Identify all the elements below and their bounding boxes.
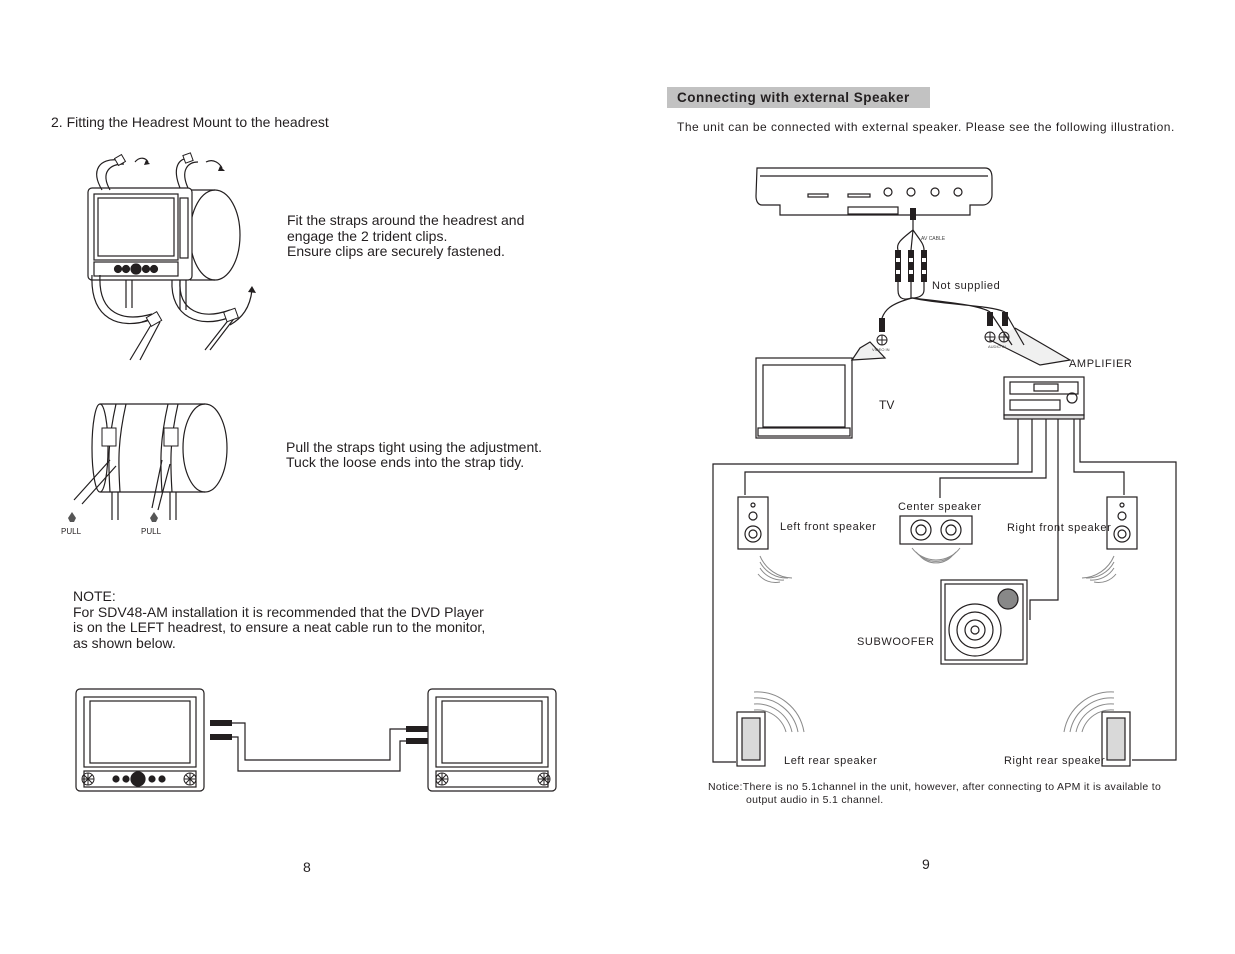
step2-line-1: Pull the straps tight using the adjustme…: [286, 439, 543, 455]
speaker-wiring-diagram: [712, 167, 1177, 767]
right-rear-speaker-label: Right rear speaker: [1004, 755, 1106, 767]
note-line-1: For SDV48-AM installation it is recommen…: [73, 604, 484, 620]
section-heading: Connecting with external Speaker: [677, 90, 910, 105]
pull-hand-icon: [68, 512, 76, 522]
left-front-speaker-label: Left front speaker: [780, 521, 877, 533]
step1-line-2: engage the 2 trident clips.: [287, 228, 448, 244]
audio-in-label: AUDIO IN: [988, 344, 1006, 349]
video-in-label: VIDEO IN: [872, 347, 890, 352]
page-number-left: 8: [303, 859, 311, 875]
amplifier-label: AMPLIFIER: [1069, 358, 1133, 370]
subwoofer-label: SUBWOOFER: [857, 636, 935, 648]
step1-line-3: Ensure clips are securely fastened.: [287, 243, 505, 259]
notice-line-1: Notice:There is no 5.1channel in the uni…: [708, 781, 1162, 793]
tv-label: TV: [879, 398, 895, 412]
headrest-tightened-illustration: [68, 403, 228, 522]
page-number-right: 9: [922, 856, 930, 872]
note-label: NOTE:: [73, 588, 116, 604]
pull-hand-icon: [150, 512, 158, 522]
not-supplied-label: Not supplied: [932, 280, 1001, 292]
intro-text: The unit can be connected with external …: [677, 120, 1175, 134]
pull-label: PULL: [141, 527, 162, 536]
center-speaker-label: Center speaker: [898, 501, 982, 513]
step2-line-2: Tuck the loose ends into the strap tidy.: [286, 454, 525, 470]
step1-line-1: Fit the straps around the headrest and: [287, 212, 525, 228]
right-front-speaker-label: Right front speaker: [1007, 522, 1112, 534]
dual-monitor-cable-illustration: [75, 688, 557, 792]
note-line-3: as shown below.: [73, 635, 176, 651]
section-title: 2. Fitting the Headrest Mount to the hea…: [51, 114, 329, 130]
note-line-2: is on the LEFT headrest, to ensure a nea…: [73, 619, 486, 635]
left-rear-speaker-label: Left rear speaker: [784, 755, 878, 767]
section-heading-bar: Connecting with external Speaker: [667, 87, 930, 108]
headrest-fitting-illustration: [87, 152, 256, 361]
notice-line-2: output audio in 5.1 channel.: [746, 794, 884, 806]
pull-label: PULL: [61, 527, 82, 536]
av-cable-label: AV CABLE: [921, 236, 946, 242]
